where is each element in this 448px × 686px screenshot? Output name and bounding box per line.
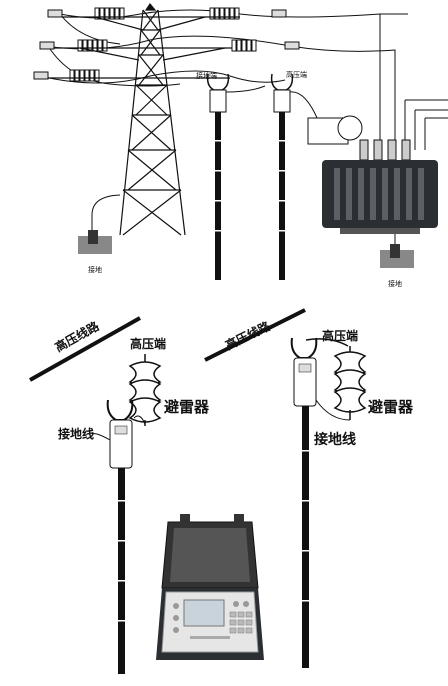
hv-line-left	[29, 316, 141, 382]
ground-label-right: 接地	[388, 279, 402, 288]
hv-line-right	[204, 308, 306, 362]
tester-left	[91, 399, 146, 674]
hv-end-label-left: 高压端	[130, 336, 166, 351]
ground-wire-label-left: 接地线	[58, 426, 94, 441]
arrester-right	[305, 338, 367, 420]
insulator-string-4	[231, 39, 300, 52]
tester-right	[290, 337, 351, 668]
insulator-string-5	[33, 69, 100, 82]
transformer	[307, 115, 438, 268]
arrester-label-right: 避雷器	[368, 398, 414, 416]
tower-ground	[78, 194, 121, 254]
hv-end-label-right: 高压端	[322, 328, 358, 343]
ground-label-left: 接地	[88, 265, 102, 274]
tester-instrument-case	[156, 514, 264, 660]
arrester-label-left: 避雷器	[164, 398, 210, 416]
top-hot-stick-1	[206, 73, 266, 280]
transmission-tower	[48, 2, 240, 236]
insulator-string-1	[47, 7, 125, 20]
hv-line-label-left: 高压线路	[52, 318, 102, 355]
clamp-hv-label: 高压端	[286, 70, 307, 79]
overhead-lines	[39, 9, 448, 160]
insulator-string-3	[39, 39, 108, 52]
clamp-ground-label: 接地端	[196, 71, 217, 80]
ground-wire-label-right: 接地线	[314, 431, 356, 448]
hv-line-label-right: 高压线路	[223, 318, 274, 353]
arrester-left	[128, 354, 162, 426]
insulator-string-2	[209, 7, 287, 20]
top-hot-stick-2	[270, 73, 319, 280]
